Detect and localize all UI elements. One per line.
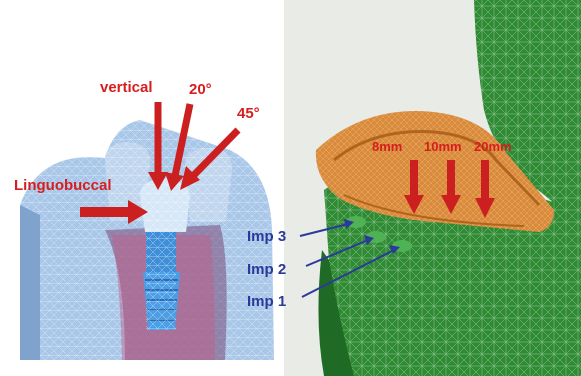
imp-2-label: Imp 2: [247, 262, 286, 277]
imp-3-label: Imp 3: [247, 229, 286, 244]
right-fe-model-illustration: [284, 0, 581, 376]
left-fe-model-panel: vertical 20° 45° Linguobuccal: [0, 0, 290, 376]
imp-1-label: Imp 1: [247, 294, 286, 309]
dental-implant: [143, 232, 180, 330]
linguobuccal-label: Linguobuccal: [14, 178, 112, 193]
cantilever-10mm-label: 10mm: [424, 140, 462, 153]
right-fe-model-panel: 8mm 10mm 20mm: [284, 0, 581, 376]
vertical-label: vertical: [100, 80, 153, 95]
twenty-degree-label: 20°: [189, 82, 212, 97]
forty-five-degree-label: 45°: [237, 106, 260, 121]
cantilever-8mm-label: 8mm: [372, 140, 402, 153]
cantilever-20mm-label: 20mm: [474, 140, 512, 153]
